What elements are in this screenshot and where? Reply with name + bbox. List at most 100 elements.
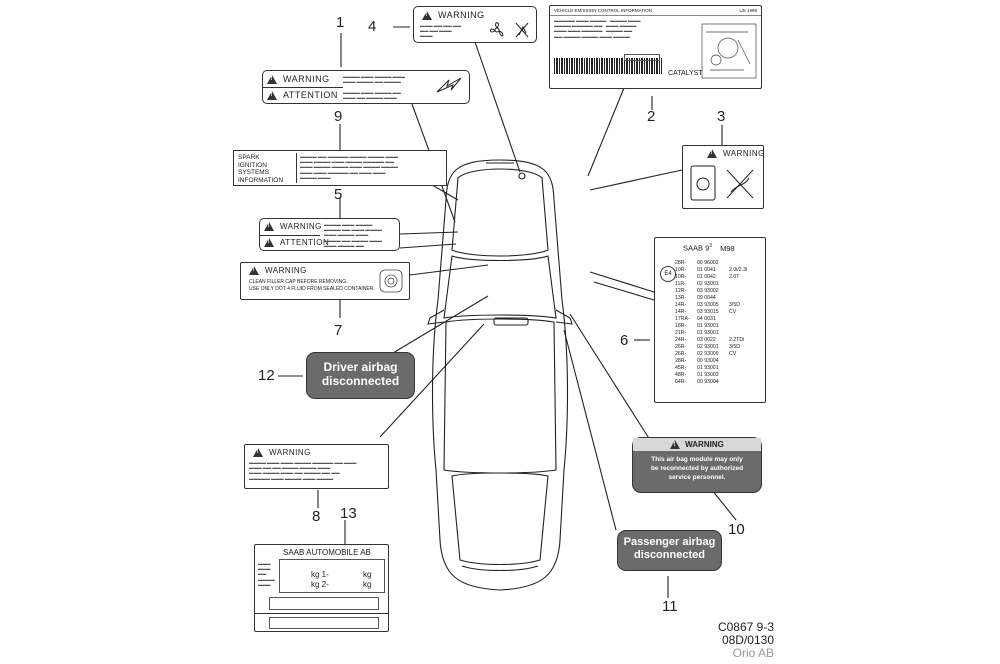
callout-10: 10 [728,521,745,538]
label-7-body: CLEAN FILLER CAP BEFORE REMOVING. USE ON… [249,279,375,293]
label-4-warning-row: WARNING [414,7,536,20]
label-9-line-4: INFORMATION [238,176,284,184]
approval-row: 17RA-04 0031 [675,316,759,323]
label-1-attention-text: ATTENTION [283,90,338,100]
label-12-line-1: Driver airbag [323,360,398,374]
approval-extra [729,288,759,295]
filler-cap-icon [379,269,403,293]
approval-extra [729,372,759,379]
label-2-emission-control: VEHICLE EMISSION CONTROL INFORMATION US … [549,5,762,89]
approval-row: 48R-01 93003 [675,372,759,379]
label-13-vin-box [269,597,379,610]
approval-code: 10R- [675,274,687,280]
approval-extra: 2.0T [729,274,740,280]
barcode [554,58,662,74]
label-10-line-1: This air bag module may only [651,456,743,463]
approval-code: 64R- [675,379,687,385]
callout-3: 3 [717,108,726,125]
label-3-warning: WARNING [682,145,764,209]
label-11-line-1: Passenger airbag [623,536,716,548]
label-13-kg-1-unit: kg [363,570,372,579]
label-5-divider [260,235,320,236]
label-9-fineprint: ▬▬▬▬ ▬▬ ▬▬▬▬▬ ▬▬▬▬ ▬▬▬▬ ▬▬▬▬▬▬ ▬▬▬▬ ▬▬▬ … [300,154,398,180]
label-7-brake-fluid-warning: WARNING CLEAN FILLER CAP BEFORE REMOVING… [240,262,410,300]
leader-5a [399,231,459,235]
label-3-warning-row: WARNING [683,146,763,158]
approval-extra: 2.2TDi [729,337,745,343]
approval-num: 00 96002 [697,260,719,266]
warning-triangle-icon [267,90,277,100]
label-5-fineprint: ▬▬▬▬ ▬▬▬ ▬▬▬▬▬▬▬▬ ▬▬ ▬▬▬ ▬▬▬▬▬▬▬ ▬▬▬▬ ▬▬… [324,222,382,248]
label-13-title: SAAB AUTOMOBILE AB [283,548,371,557]
approval-num: 04 0031 [697,316,716,322]
warning-triangle-icon [249,266,259,275]
label-1-fineprint: ▬▬▬▬ ▬▬▬ ▬▬▬▬ ▬▬▬▬▬▬ ▬▬▬▬ ▬▬ ▬▬▬▬▬▬▬▬ ▬▬… [343,74,406,100]
label-9-line-2: IGNITION [238,161,267,169]
approval-num: 03 93002 [697,288,719,294]
label-9-title: SPARK IGNITION SYSTEMS INFORMATION [238,154,283,184]
label-5-attention-text: ATTENTION [280,238,330,247]
label-7-warning-row: WARNING [249,266,307,275]
label-6-title-sup: 3 [709,243,713,249]
approval-row: 11R-02 93001 [675,281,759,288]
leader-6b [593,281,655,301]
approval-row: 12R-03 93002 [675,288,759,295]
label-10-line-3: service personnel. [668,474,726,481]
approval-code: 28R- [675,260,687,266]
label-1-attention-row: ATTENTION [267,90,338,100]
label-9-line-3: SYSTEMS [238,169,270,176]
approval-code: 26R- [675,351,687,357]
leader-2 [587,87,625,177]
warning-triangle-icon [264,238,274,247]
callout-4: 4 [368,18,377,35]
approval-extra [729,323,759,330]
label-9-divider [296,153,297,183]
approval-extra [729,260,759,267]
leader-5b [399,243,457,249]
label-9-spark-ignition: SPARK IGNITION SYSTEMS INFORMATION ▬▬▬▬ … [233,150,447,186]
label-13-kg-2-unit: kg [363,580,372,589]
leader-7 [409,264,489,276]
label-12-driver-airbag: Driver airbag disconnected [306,352,415,399]
approval-num: 01 0042 [697,274,716,280]
label-8-warning-text: WARNING [269,448,311,457]
label-1-warning-attention: WARNING ATTENTION ▬▬▬▬ ▬▬▬ ▬▬▬▬ ▬▬▬▬▬▬ ▬… [262,70,470,104]
approval-code: 48R- [675,372,687,378]
approval-extra: CV [729,351,737,357]
label-1-warning-text: WARNING [283,74,330,84]
approval-num: 01 93001 [697,330,719,336]
hood-cap [518,172,526,180]
approval-row: 28R-00 93004 [675,358,759,365]
approval-row: 45R-01 93001 [675,365,759,372]
label-2-fineprint: ▬▬▬▬▬ ▬▬▬ ▬▬▬▬ ▬▬▬▬ ▬▬▬▬▬▬▬ ▬▬▬▬▬ ▬▬ ▬▬▬… [554,18,641,39]
approval-code: 10R- [675,267,687,273]
roof-line [443,318,557,474]
callout-8: 8 [312,508,321,525]
label-3-warning-text: WARNING [723,149,764,158]
engine-schematic-icon [701,23,757,79]
approval-extra: 3/5D [729,302,740,308]
label-4-fan-warning: WARNING ▬▬▬ ▬▬ ▬▬ ▬▬▬▬ ▬▬ ▬▬▬▬▬▬ [413,6,537,43]
label-5-warning-row: WARNING [264,222,322,231]
approval-extra: 2.0i/2.3i [729,267,748,273]
approval-code: 45R- [675,365,687,371]
approval-extra: 3/5D [729,344,740,350]
label-8-warning: WARNING ▬▬▬▬ ▬▬▬ ▬▬▬ ▬▬▬▬ ▬▬▬▬▬ ▬▬ ▬▬▬▬▬… [244,444,389,489]
label-7-warning-text: WARNING [265,266,307,275]
label-13-kg-1: kg 1- [311,570,329,579]
callout-2: 2 [647,108,656,125]
approval-extra [729,281,759,288]
callout-1: 1 [336,14,345,31]
approval-row: 10R- 01 0042 2.0T [675,274,759,281]
mirror-right [555,309,573,325]
bonnet-line [451,168,549,257]
warning-triangle-icon [253,448,263,457]
trunk-line [461,565,539,571]
